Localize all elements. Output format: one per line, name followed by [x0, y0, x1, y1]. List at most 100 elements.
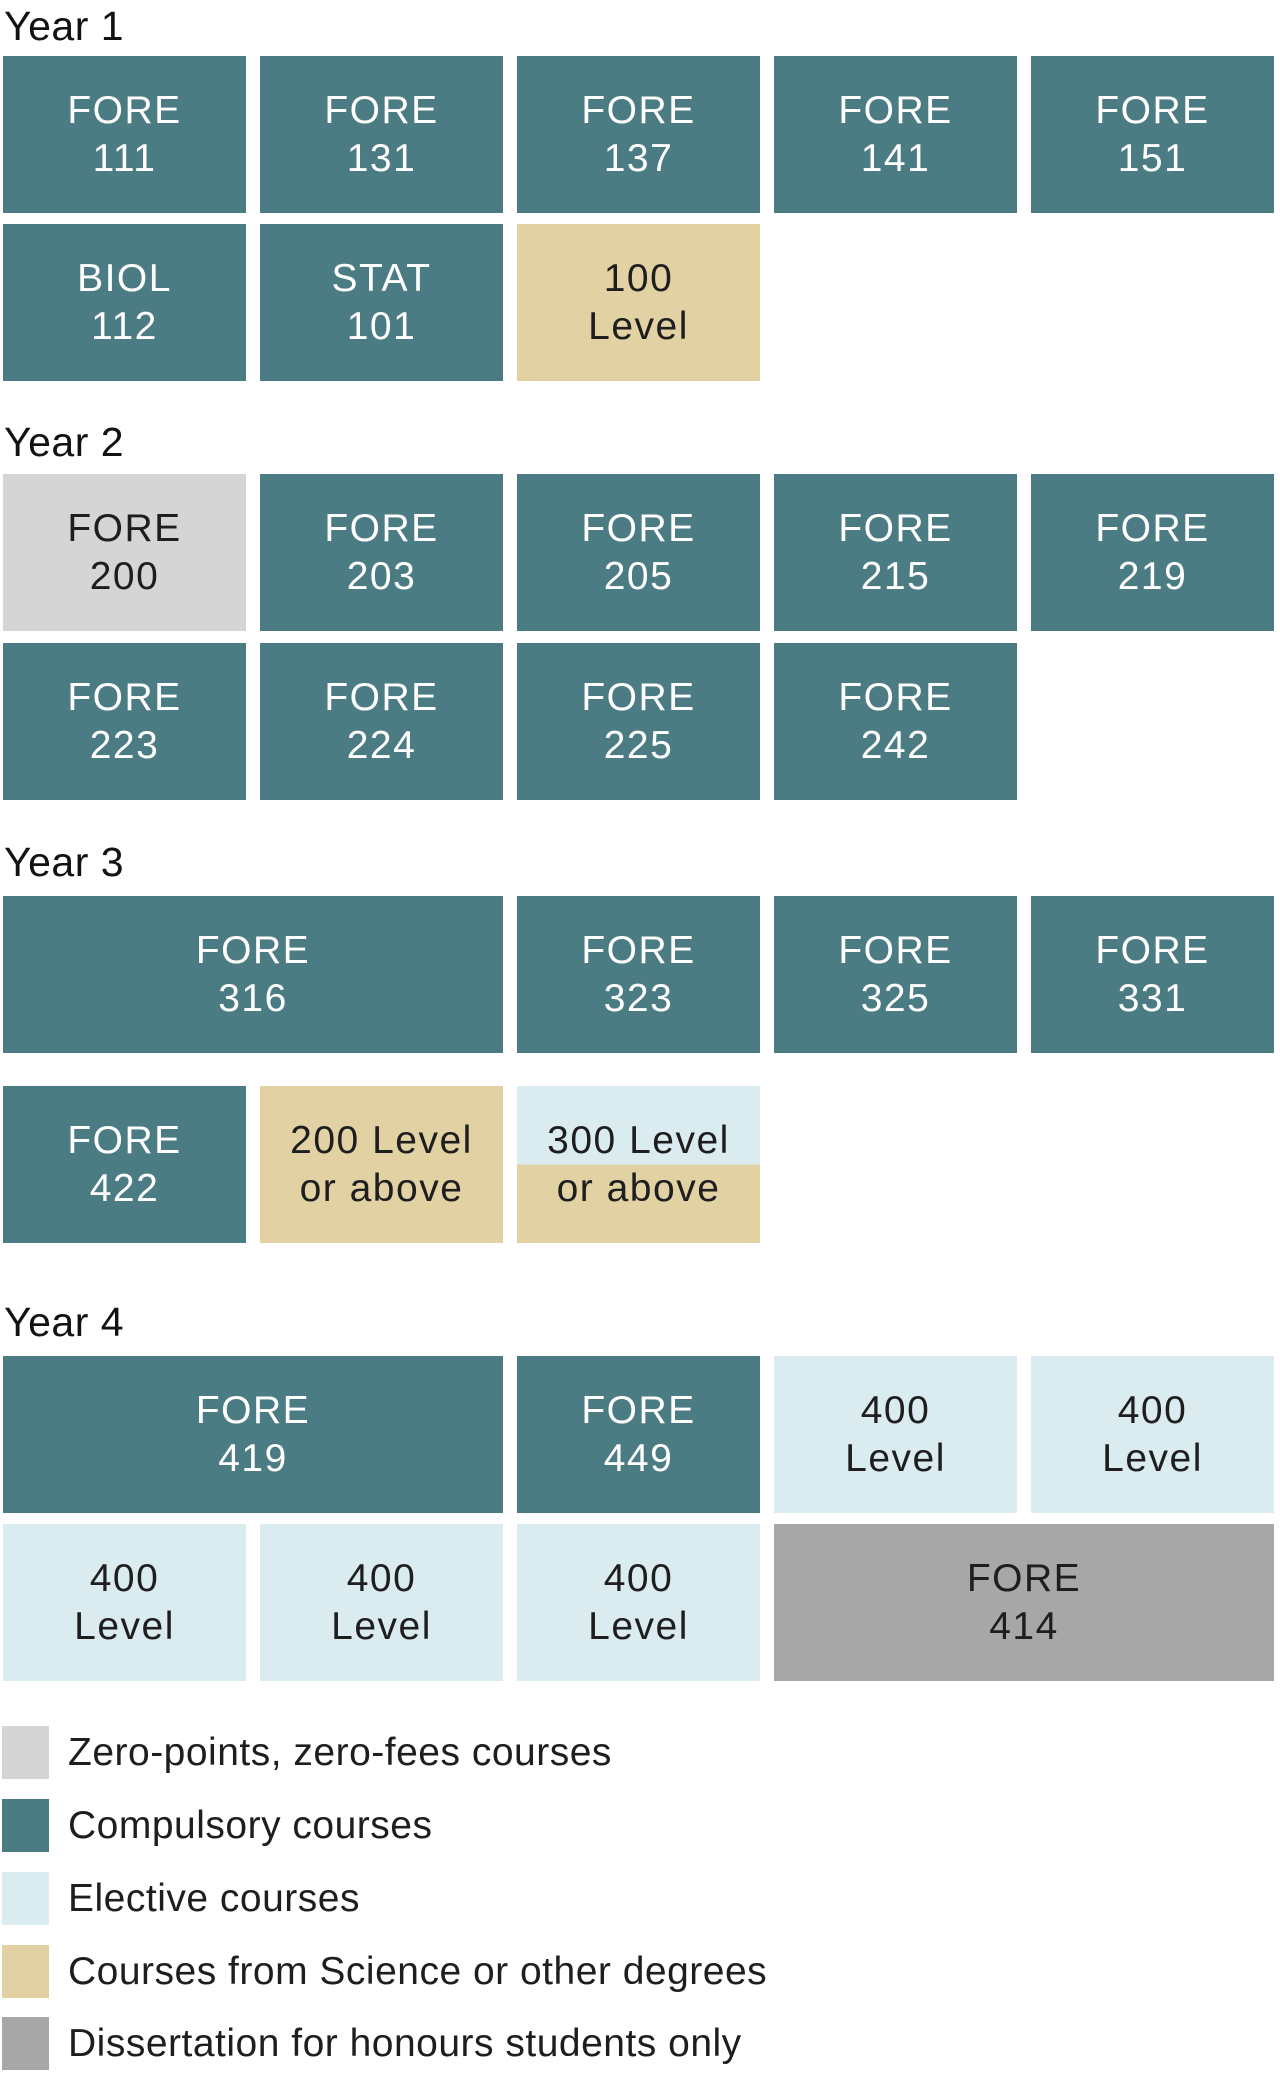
course-block-line: 131 — [346, 136, 417, 180]
course-block-line: 400 — [89, 1556, 160, 1600]
course-block-line: FORE — [1095, 88, 1210, 132]
course-block-line: FORE — [581, 88, 696, 132]
year-heading-1: Year 1 — [4, 3, 125, 49]
year-heading-2: Year 2 — [4, 419, 125, 465]
course-block-line: 225 — [603, 723, 674, 767]
course-block-line: 200 Level — [290, 1118, 473, 1162]
legend-label-compulsory: Compulsory courses — [68, 1804, 433, 1847]
course-block-line: Level — [588, 1604, 689, 1648]
course-block-line: or above — [556, 1166, 721, 1210]
course-block-line: Level — [588, 304, 689, 348]
course-block-line: 400 — [346, 1556, 417, 1600]
course-block-line: FORE — [581, 928, 696, 972]
course-block-line: 137 — [603, 136, 674, 180]
course-block-line: 449 — [603, 1436, 674, 1480]
course-block-line: FORE — [324, 675, 439, 719]
course-block-line: 400 — [603, 1556, 674, 1600]
course-block-line: FORE — [195, 928, 311, 972]
legend-swatch-zero — [2, 1726, 49, 1779]
legend-label-elective: Elective courses — [68, 1877, 360, 1920]
course-block-line: 200 — [89, 554, 160, 598]
course-block-line: FORE — [195, 1388, 311, 1432]
course-block-line: FORE — [1095, 928, 1210, 972]
course-block-line: FORE — [324, 506, 439, 550]
course-block-line: 101 — [346, 304, 417, 348]
course-block-line: 316 — [218, 976, 288, 1020]
course-block-line: FORE — [581, 675, 696, 719]
year-heading-4: Year 4 — [4, 1299, 125, 1345]
course-block-line: BIOL — [77, 256, 172, 300]
course-block-line: FORE — [1095, 506, 1210, 550]
course-block-line: 422 — [89, 1166, 160, 1210]
course-block-line: FORE — [966, 1556, 1082, 1600]
course-block-line: 325 — [860, 976, 931, 1020]
course-block-line: FORE — [581, 506, 696, 550]
course-block-line: Level — [1102, 1436, 1203, 1480]
course-block-line: FORE — [67, 1118, 182, 1162]
course-block-line: FORE — [581, 1388, 696, 1432]
course-block-line: 205 — [603, 554, 674, 598]
course-block-line: STAT — [331, 256, 432, 300]
course-block-line: 151 — [1117, 136, 1188, 180]
course-block-line: or above — [299, 1166, 464, 1210]
course-block-line: FORE — [838, 506, 953, 550]
course-block-line: 215 — [860, 554, 931, 598]
course-block-line: Level — [331, 1604, 432, 1648]
course-block-line: FORE — [67, 506, 182, 550]
course-block-line: 400 — [860, 1388, 931, 1432]
course-block-line: FORE — [324, 88, 439, 132]
course-block-line: FORE — [67, 675, 182, 719]
course-block-line: 224 — [346, 723, 417, 767]
course-block-line: Level — [845, 1436, 946, 1480]
legend-swatch-dissertation — [2, 2017, 49, 2070]
course-block-line: 419 — [218, 1436, 288, 1480]
course-block-line: 219 — [1117, 554, 1188, 598]
course-block-line: 414 — [989, 1604, 1059, 1648]
course-block-line: 112 — [91, 304, 158, 348]
course-block-line: 242 — [860, 723, 931, 767]
course-block-line: 223 — [89, 723, 160, 767]
legend-label-science: Courses from Science or other degrees — [68, 1950, 768, 1993]
course-block-line: 331 — [1117, 976, 1188, 1020]
legend-label-dissertation: Dissertation for honours students only — [68, 2022, 742, 2065]
course-block-line: FORE — [838, 88, 953, 132]
course-block-line: FORE — [838, 928, 953, 972]
course-block-line: 323 — [603, 976, 674, 1020]
legend-label-zero: Zero-points, zero-fees courses — [68, 1731, 612, 1774]
course-block-line: 203 — [346, 554, 417, 598]
course-block-line: 300 Level — [547, 1118, 730, 1162]
legend-swatch-elective — [2, 1872, 49, 1925]
course-block-line: FORE — [838, 675, 953, 719]
course-block-line: FORE — [67, 88, 182, 132]
legend-swatch-compulsory — [2, 1799, 49, 1852]
